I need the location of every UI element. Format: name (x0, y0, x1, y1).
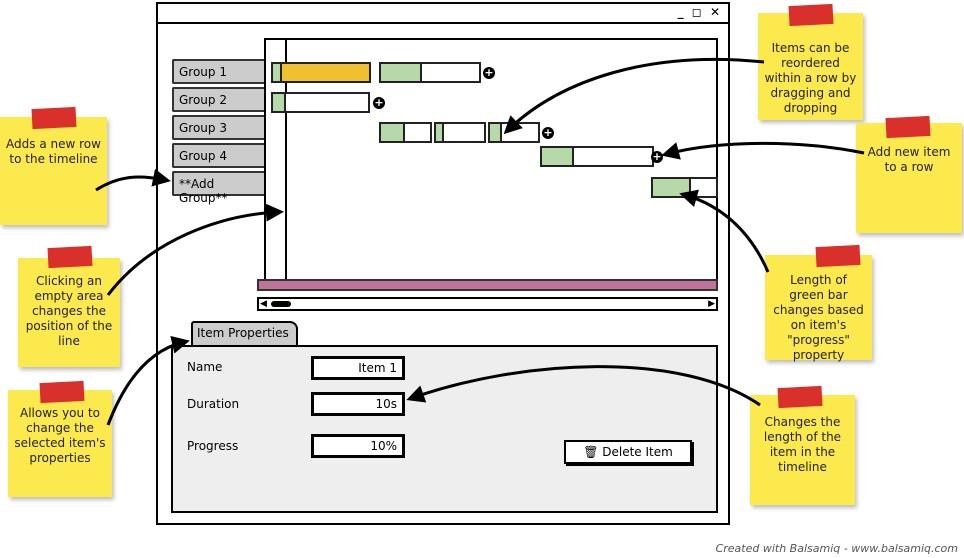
time-marker-bar (257, 279, 718, 291)
name-label: Name (187, 360, 223, 374)
scroll-thumb[interactable] (271, 301, 291, 307)
sticky-note: Changes the length of the item in the ti… (750, 395, 855, 505)
progress-input[interactable]: 10% (311, 434, 405, 458)
tab-item-properties[interactable]: Item Properties (191, 321, 298, 346)
timeline-item[interactable] (540, 146, 654, 167)
arrow (661, 141, 865, 160)
title-bar: _ ◻ ✕ (158, 4, 728, 24)
scroll-right-icon[interactable]: ▶ (708, 299, 715, 309)
plus-circle-icon[interactable]: + (651, 150, 663, 163)
name-input[interactable]: Item 1 (311, 356, 405, 380)
delete-item-label: Delete Item (602, 445, 673, 459)
group-3[interactable]: Group 3 (172, 115, 264, 140)
sticky-note: Items can be reordered within a row by d… (758, 13, 863, 120)
scroll-left-icon[interactable]: ◀ (260, 299, 267, 309)
group-4[interactable]: Group 4 (172, 143, 264, 168)
sticky-note: Length of green bar changes based on ite… (765, 255, 872, 362)
trash-icon: 🗑 (583, 445, 599, 459)
duration-label: Duration (187, 397, 240, 411)
horizontal-scrollbar[interactable]: ◀ ▶ (257, 297, 718, 311)
arrow (95, 168, 171, 192)
plus-circle-icon[interactable]: + (373, 96, 385, 109)
properties-panel (171, 345, 718, 513)
duration-input[interactable]: 10s (311, 392, 405, 416)
plus-circle-icon[interactable]: + (542, 126, 554, 139)
arrow (503, 57, 765, 135)
timeline-item[interactable] (271, 62, 371, 83)
arrow (406, 365, 761, 407)
timeline-item[interactable] (651, 177, 718, 198)
sticky-note: Adds a new row to the timeline (0, 117, 107, 225)
timeline-item[interactable] (271, 92, 370, 113)
sticky-note: Allows you to change the selected item's… (8, 390, 112, 497)
group-2[interactable]: Group 2 (172, 87, 264, 112)
plus-circle-icon[interactable]: + (483, 66, 495, 79)
sticky-note: Clicking an empty area changes the posit… (18, 258, 120, 367)
arrow (679, 189, 770, 273)
timeline-item[interactable] (379, 62, 481, 83)
arrow (106, 335, 190, 426)
progress-label: Progress (187, 439, 239, 453)
add-group-button[interactable]: **Add Group** (172, 171, 264, 205)
timeline-item[interactable] (434, 122, 486, 143)
group-1[interactable]: Group 1 (172, 59, 264, 84)
sticky-note: Add new item to a row (856, 123, 962, 233)
time-cursor-line[interactable] (285, 38, 287, 290)
arrow (106, 203, 284, 296)
delete-item-button[interactable]: 🗑 Delete Item (564, 440, 692, 464)
footer-credit: Created with Balsamiq - www.balsamiq.com (715, 542, 958, 555)
window-controls[interactable]: _ ◻ ✕ (677, 5, 722, 19)
timeline-item[interactable] (379, 122, 432, 143)
